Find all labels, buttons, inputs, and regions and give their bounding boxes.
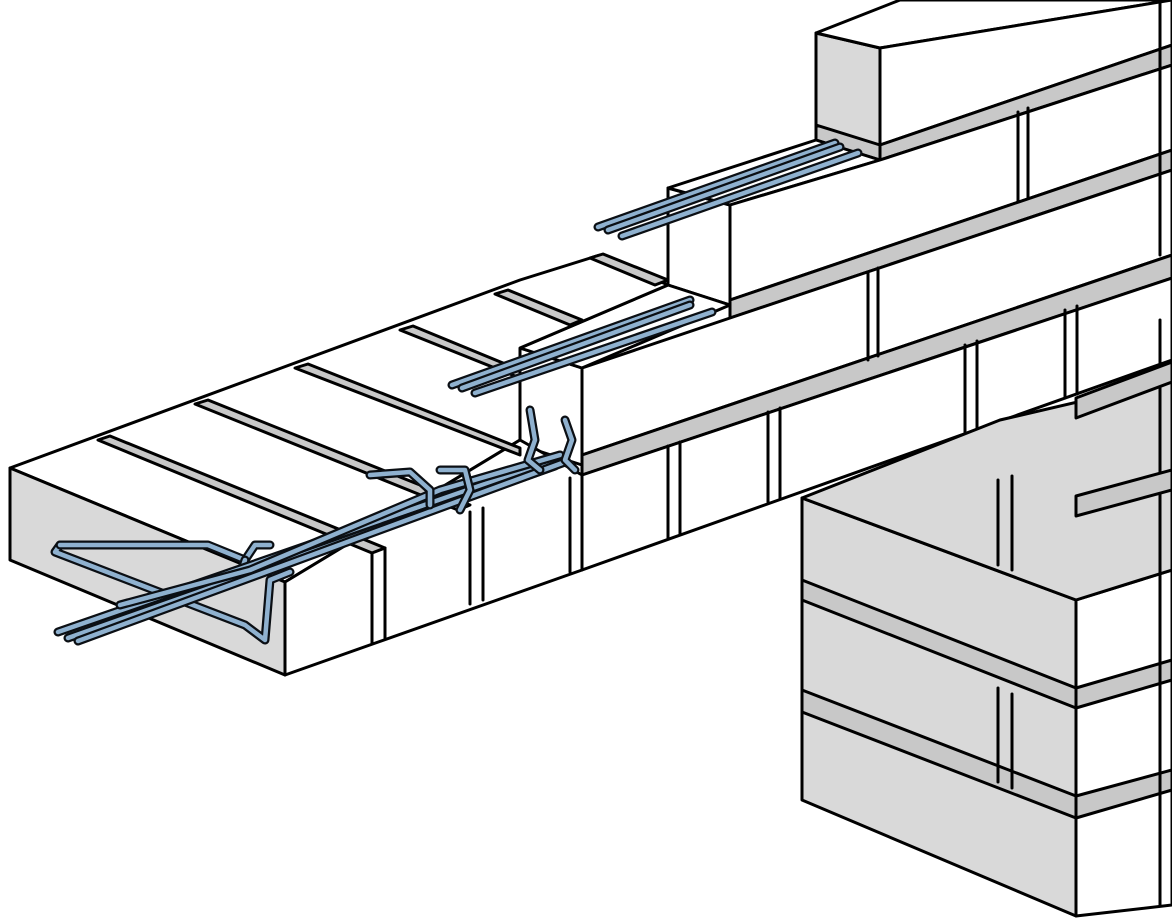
junction-ties [523,405,580,475]
support-pier [800,318,1172,918]
lintel-beam [8,252,670,677]
beam-top-joints [96,252,670,555]
pier-top-shadow [800,378,1172,602]
beam-front-face [283,438,584,677]
beam-front-joints [370,476,572,645]
second-course-mortar [728,148,1172,320]
beam-hooks [365,465,475,515]
top-course-front [878,0,1172,147]
bed-joint-rods-middle [447,295,717,398]
right-wall-mortar-2 [1074,468,1172,518]
bed-joint-rods-upper [593,138,863,241]
beam-rods [53,450,570,646]
reinforcement [50,138,863,646]
pier-mortar-right-2 [1074,768,1172,820]
beam-joint-3 [293,362,522,457]
beam-joint-5 [493,288,584,327]
pier-mortar-right-1 [1074,658,1172,710]
top-block-top-face [814,0,1172,50]
pier-right-face [1074,568,1172,918]
third-course-mortar [580,253,1172,477]
beam-joint-6 [588,252,670,287]
right-wall-mortar-1 [1074,360,1172,420]
second-course-front [728,63,1172,302]
